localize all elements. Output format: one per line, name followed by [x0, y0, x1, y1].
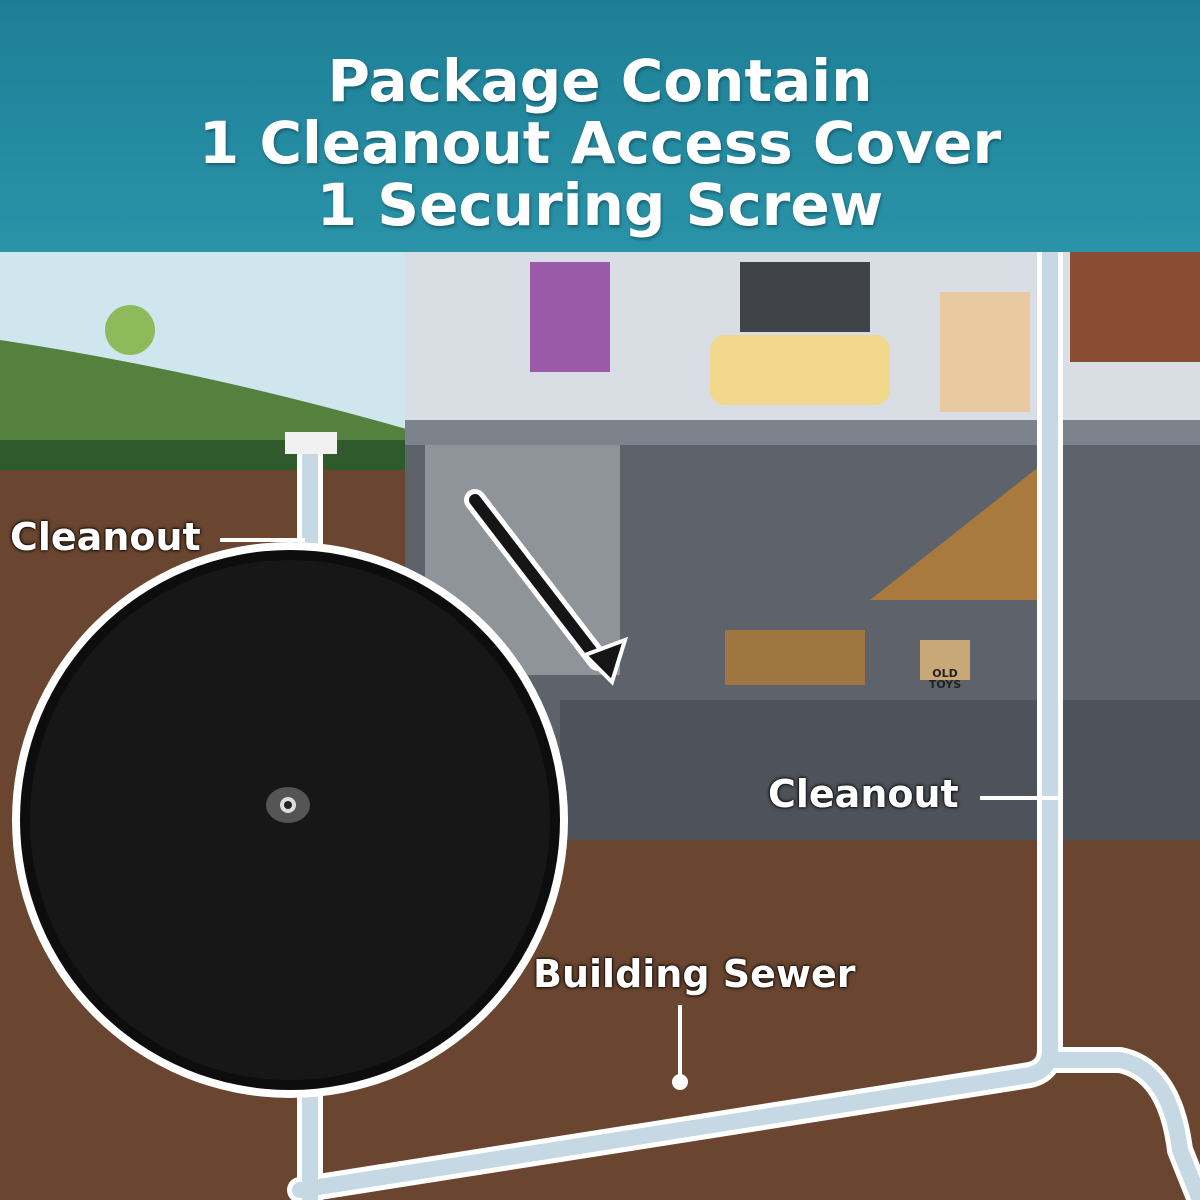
bed — [1070, 252, 1200, 362]
screw-icon — [464, 489, 629, 686]
toy-box-text: OLD TOYS — [928, 667, 962, 691]
cleanout-label-right: Cleanout — [768, 772, 959, 816]
tree-icon — [105, 305, 155, 355]
floor-slab — [405, 420, 1200, 445]
banner-title: Package Contain — [327, 47, 873, 115]
building-sewer-label: Building Sewer — [533, 952, 856, 996]
cabinet — [940, 292, 1030, 412]
basement-floor — [560, 700, 1200, 840]
hill — [0, 340, 410, 455]
cleanout-cap-icon — [285, 432, 337, 454]
header-banner: Package Contain 1 Cleanout Access Cover … — [0, 0, 1200, 252]
sofa — [710, 335, 890, 405]
cleanout-access-cover — [12, 542, 568, 1098]
plumbing-illustration — [0, 252, 1200, 1200]
banner-item-screw: 1 Securing Screw — [316, 171, 884, 239]
toy-box — [920, 640, 970, 680]
banner-item-cover: 1 Cleanout Access Cover — [198, 109, 1002, 177]
chair — [530, 262, 610, 372]
stairs — [870, 450, 1060, 600]
cleanout-label-left: Cleanout — [10, 515, 201, 559]
stair-base — [725, 630, 865, 685]
tv — [740, 262, 870, 332]
grass — [0, 440, 410, 470]
